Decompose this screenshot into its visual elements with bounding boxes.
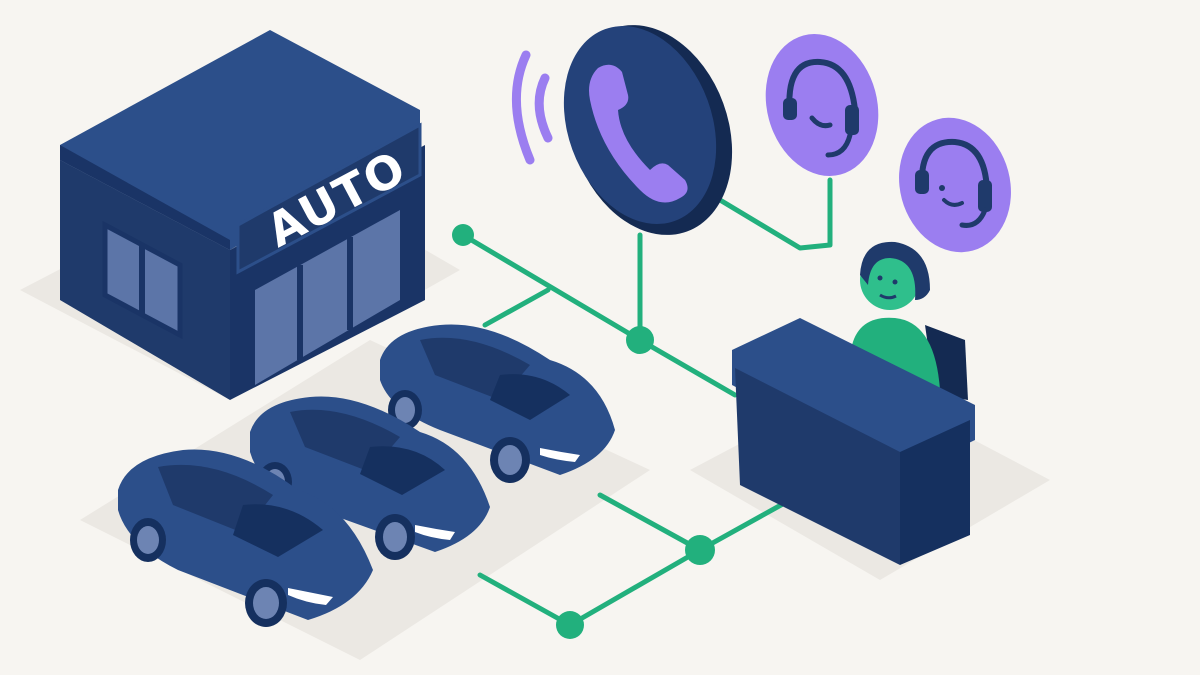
agent-circle-2 <box>899 117 1011 253</box>
car-back <box>380 324 615 483</box>
agent-circle-1 <box>765 34 879 176</box>
car-front <box>118 449 373 627</box>
signal-waves-icon <box>511 50 553 165</box>
reception-desk <box>732 318 975 565</box>
dealership-building <box>60 30 425 400</box>
phone-handset-icon <box>589 64 688 203</box>
car-middle <box>250 396 490 560</box>
network-nodes <box>452 224 715 639</box>
phone-disc <box>563 25 733 235</box>
